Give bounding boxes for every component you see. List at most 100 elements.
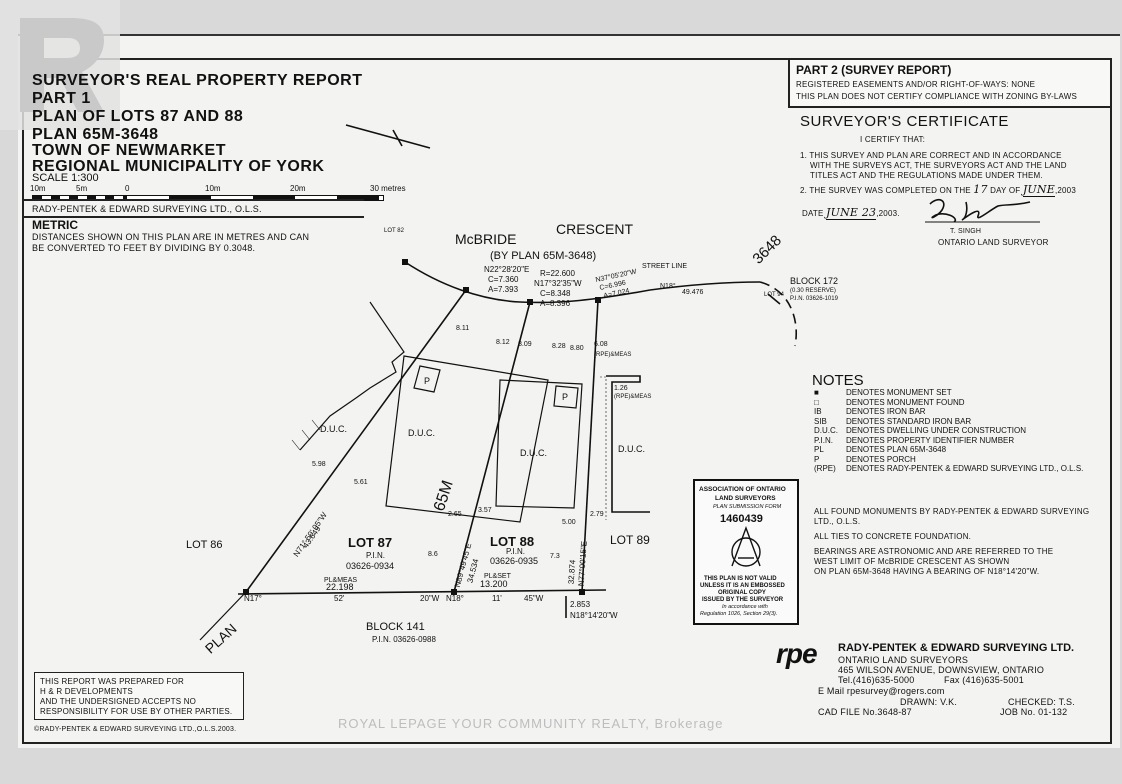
prepared-line-1: THIS REPORT WAS PREPARED FOR [40, 677, 184, 686]
certificate-date: DATE JUNE 23,2003. [802, 206, 900, 220]
job-number: JOB No. 01-132 [1000, 707, 1068, 717]
aols-valid-3: ORIGINAL COPY [718, 590, 766, 596]
rear-bearing2-deg: N18° [446, 594, 464, 603]
aols-valid-2: UNLESS IT IS AN EMBOSSED [700, 583, 785, 589]
curve-arc-2: A=7.393 [488, 285, 519, 294]
monument-set [451, 589, 457, 595]
date-year: ,2003. [876, 209, 900, 218]
title-line-3: PLAN OF LOTS 87 AND 88 [32, 108, 244, 125]
block172-pin: P.I.N. 03626-1019 [790, 296, 839, 302]
aols-seal-icon [731, 525, 761, 567]
hatch-lot89 [600, 376, 607, 520]
rear-length-1: 22.198 [326, 582, 354, 592]
notes-value: DENOTES PLAN 65M-3648 [846, 445, 947, 454]
aols-valid-5: In accordance with [722, 604, 768, 610]
lot87-porch-label: P [424, 376, 430, 386]
title-line-5: TOWN OF NEWMARKET [32, 142, 226, 159]
certificate-certify: I CERTIFY THAT: [860, 135, 926, 144]
prepared-line-4: RESPONSIBILITY FOR USE BY OTHER PARTIES. [40, 707, 233, 716]
notes-key: P [814, 454, 820, 464]
lot88-porch [553, 385, 579, 409]
east-bearing: N77°00'15"E [577, 541, 589, 587]
monument-note-1: ALL FOUND MONUMENTS BY RADY-PENTEK & EDW… [814, 507, 1090, 516]
part2-box: PART 2 (SURVEY REPORT) REGISTERED EASEME… [788, 58, 1112, 108]
notes-value: DENOTES PROPERTY IDENTIFIER NUMBER [846, 435, 1015, 445]
curve-arc-1: A=8.396 [540, 299, 571, 308]
monument-set [595, 297, 601, 303]
lot87-duc: D.U.C. [408, 428, 435, 438]
firm-line: RADY-PENTEK & EDWARD SURVEYING LTD., O.L… [32, 204, 262, 214]
curve-chord-1: C=8.348 [540, 289, 571, 298]
offset-809: 8.09 [518, 341, 532, 348]
curve-bearing-1: N17°32'35"W [534, 279, 582, 288]
lot88-duc: D.U.C. [520, 448, 547, 458]
firm-address: 465 WILSON AVENUE, DOWNSVIEW, ONTARIO [838, 665, 1045, 675]
hatch-lot86 [291, 419, 321, 451]
title-line-1: SURVEYOR'S REAL PROPERTY REPORT [32, 72, 363, 89]
firm-email: E Mail rpesurvey@rogers.com [818, 686, 945, 696]
notes-value: DENOTES STANDARD IRON BAR [846, 416, 972, 426]
lot88-dwelling [495, 379, 583, 509]
bearing-note-3: ON PLAN 65M-3648 HAVING A BEARING OF N18… [814, 567, 1040, 576]
rear-bearing-min: 52' [334, 594, 345, 603]
notes-key: (RPE) [814, 464, 836, 473]
scale-tick: 5m [76, 184, 88, 193]
notes-value: DENOTES RADY-PENTEK & EDWARD SURVEYING L… [846, 464, 1084, 473]
offset-608: 6.08 [594, 341, 608, 348]
rpe-meas-1: (RPE)&MEAS [594, 352, 631, 358]
lot88-label: LOT 88 [490, 534, 534, 549]
curve-chord-2: C=7.360 [488, 275, 519, 284]
certificate-heading: SURVEYOR'S CERTIFICATE [800, 113, 1009, 130]
date-label: DATE [802, 209, 824, 218]
monument-set [579, 589, 585, 595]
bearing-note-1: BEARINGS ARE ASTRONOMIC AND ARE REFERRED… [814, 547, 1054, 556]
curve-radius: R=22.600 [540, 269, 575, 278]
block172-label: BLOCK 172 [790, 276, 838, 286]
aols-valid-4: ISSUED BY THE SURVEYOR [702, 597, 784, 603]
rear-bearing2-sec: 45"W [524, 594, 544, 603]
tie-bearing: N18°14'20"W [570, 611, 618, 620]
offset-811: 8.11 [456, 325, 469, 332]
rear-bearing-sec: 20"W [420, 594, 440, 603]
firm-fax: Fax (416)635-5001 [944, 675, 1024, 685]
surveyor-signature [925, 198, 1040, 223]
metric-text-2: BE CONVERTED TO FEET BY DIVIDING BY 0.30… [32, 243, 256, 253]
lot87-88-line [453, 301, 531, 593]
offset-598: 5.98 [312, 461, 326, 468]
cad-file: CAD FILE No.3648-87 [818, 707, 912, 717]
offset-86: 8.6 [428, 551, 438, 558]
part2-heading: PART 2 (SURVEY REPORT) [796, 63, 952, 77]
certificate-item2: 2. THE SURVEY WAS COMPLETED ON THE 17 DA… [800, 183, 1076, 197]
notes-row: D.U.C.DENOTES DWELLING UNDER CONSTRUCTIO… [814, 426, 1104, 436]
brokerage-logo [0, 0, 120, 130]
drawn-by: DRAWN: V.K. [900, 697, 958, 707]
lot89-duc: D.U.C. [618, 444, 645, 454]
block172-sub: (0.30 RESERVE) [790, 288, 836, 294]
aols-stamp [693, 479, 799, 625]
notes-key: P.I.N. [814, 435, 833, 445]
curve-bearing-2: N22°28'20"E [484, 265, 529, 274]
prepared-line-3: AND THE UNDERSIGNED ACCEPTS NO [40, 697, 197, 706]
offset-279: 2.79 [590, 511, 604, 518]
metric-text-1: DISTANCES SHOWN ON THIS PLAN ARE IN METR… [32, 232, 310, 242]
east-length: 32.874 [567, 559, 578, 585]
notes-key: SIB [814, 416, 827, 426]
scale-tick: 0 [125, 184, 130, 193]
north-arrow-tick [392, 129, 403, 147]
monument-set [402, 259, 408, 265]
lot94-label: LOT 94 [764, 292, 785, 298]
plan-ref-3648: 3648 [749, 232, 785, 268]
lot86-label: LOT 86 [186, 539, 223, 551]
signer-name: T. SINGH [950, 228, 982, 235]
lot89-foundation [606, 375, 650, 513]
notes-row: ■DENOTES MONUMENT SET [814, 388, 1104, 398]
lot89-label: LOT 89 [610, 533, 650, 547]
plan-word: PLAN [202, 620, 240, 656]
notes-key: ■ [814, 388, 819, 397]
tie-length: 2.853 [570, 600, 591, 609]
aols-line-3: PLAN SUBMISSION FORM [713, 504, 782, 510]
notes-row: (RPE) DENOTES RADY-PENTEK & EDWARD SURVEY… [814, 464, 1104, 474]
